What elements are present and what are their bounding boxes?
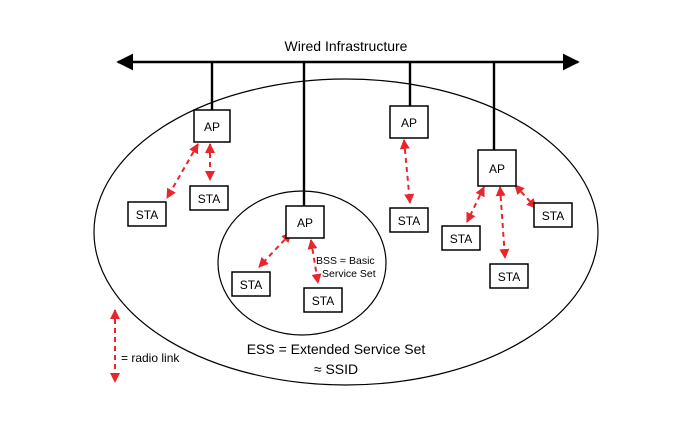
ess-label-line2: ≈ SSID: [314, 361, 358, 377]
ap-label: AP: [204, 120, 220, 134]
access-point-3: AP: [389, 105, 429, 139]
ess-oval: [93, 78, 599, 386]
sta-label: STA: [450, 232, 472, 246]
sta-label: STA: [136, 208, 158, 222]
radio-link: [166, 143, 199, 199]
station-5: STA: [389, 207, 429, 233]
sta-label: STA: [312, 294, 334, 308]
bss-label-line2: Service Set: [322, 268, 376, 280]
radio-link: [307, 239, 322, 284]
access-point-4: AP: [477, 149, 517, 187]
sta-label: STA: [198, 192, 220, 206]
station-3: STA: [231, 271, 271, 297]
ap-label: AP: [401, 116, 417, 130]
station-1: STA: [127, 201, 167, 227]
radio-link: [514, 184, 537, 209]
bss-oval: [217, 190, 387, 336]
radio-link: [466, 186, 485, 223]
ap-label: AP: [489, 162, 505, 176]
legend-label: = radio link: [121, 351, 180, 365]
radio-link: [399, 139, 415, 204]
sta-label: STA: [498, 270, 520, 284]
station-7: STA: [489, 263, 529, 289]
bss-label-line1: BSS = Basic: [316, 255, 375, 267]
wired-infrastructure-label: Wired Infrastructure: [285, 38, 408, 54]
station-2: STA: [189, 185, 229, 211]
station-4: STA: [303, 287, 343, 313]
radio-link: [258, 232, 292, 268]
sta-label: STA: [240, 278, 262, 292]
ap-label: AP: [297, 216, 313, 230]
sta-label: STA: [542, 209, 564, 223]
sta-label: STA: [398, 214, 420, 228]
station-8: STA: [533, 202, 573, 228]
ess-label-line1: ESS = Extended Service Set: [247, 341, 426, 357]
access-point-2: AP: [285, 205, 325, 239]
station-6: STA: [441, 225, 481, 251]
access-point-1: AP: [193, 109, 231, 143]
radio-link: [495, 186, 510, 259]
